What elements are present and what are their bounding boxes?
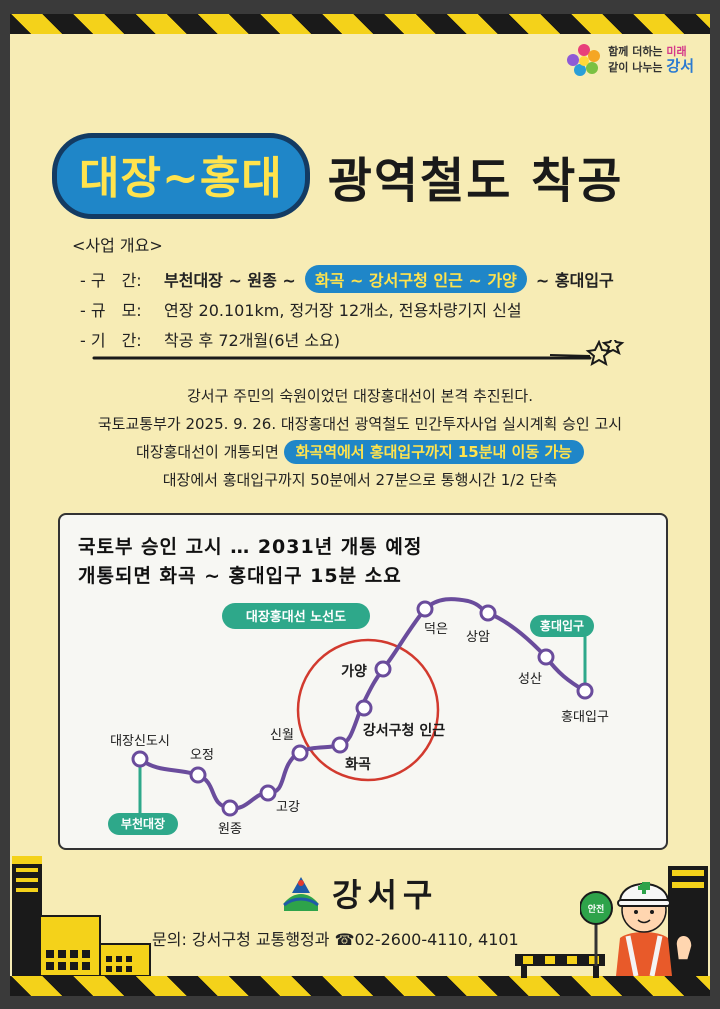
map-title-line1: 국토부 승인 고시 … 2031년 개통 예정 [78,536,423,558]
station-marker [537,648,555,666]
brand-line1: 함께 더하는 [608,45,667,58]
end-tag-label: 홍대입구 [540,618,584,633]
overview-row-scale: - 규 모: 연장 20.101km, 정거장 12개소, 전용차량기지 신설 [72,294,614,324]
station-label: 상암 [466,630,490,645]
desc-line2: 국토교통부가 2025. 9. 26. 대장홍대선 광역철도 민간투자사업 실시… [97,415,623,433]
legend-label: 대장홍대선 노선도 [246,609,346,625]
frame-bottom [0,996,720,1009]
route-highlight: 화곡 ~ 강서구청 인근 ~ 가양 [304,265,527,293]
start-tag-label: 부천대장 [121,816,165,831]
sign-label: 안전 [588,903,605,915]
station-marker [259,784,277,802]
desc-line4: 대장에서 홍대입구까지 50분에서 27분으로 통행시간 1/2 단축 [162,471,558,489]
hazard-stripe-bottom [0,976,720,996]
station-label: 대장신도시 [110,734,170,749]
overview-value: 연장 20.101km, 정거장 12개소, 전용차량기지 신설 [164,301,522,320]
description: 강서구 주민의 숙원이었던 대장홍대선이 본격 추진된다. 국토교통부가 202… [0,382,720,494]
highlight-circle [296,638,440,782]
station-marker [189,766,207,784]
title-highlight-pill: 대장~홍대 [52,133,310,219]
gangseo-logo-icon [283,877,319,911]
map-title: 국토부 승인 고시 … 2031년 개통 예정 개통되면 화곡 ~ 홍대입구 1… [78,533,422,591]
station-label: 강서구청 인근 [363,722,445,739]
page-title: 대장~홍대 광역철도 착공 [52,133,623,219]
station-label: 성산 [518,672,542,687]
desc-line3-before: 대장홍대선이 개통되면 [136,443,279,461]
station-label: 덕은 [424,622,448,637]
brand-slogan: 함께 더하는 미래 같이 나누는 강서 [608,45,694,75]
org-name: 강서구 [332,876,439,914]
end-tag [530,615,594,637]
route-map-box [58,513,668,850]
station-marker [479,604,497,622]
hazard-stripe-top [0,14,720,34]
route-before: 부천대장 ~ 원종 ~ [164,271,296,290]
frame-left [0,0,10,1009]
title-highlight: 대장~홍대 [79,153,283,204]
worker-character: 안전 [580,866,708,976]
divider-with-stars [92,340,625,367]
station-marker [374,660,392,678]
station-marker [331,736,349,754]
desc-line1: 강서구 주민의 숙원이었던 대장홍대선이 본격 추진된다. [186,387,533,405]
overview-row-period: - 기 간: 착공 후 72개월(6년 소요) [72,324,614,354]
frame-right [710,0,720,1009]
overview-label: - 규 모: [80,301,142,320]
route-after: ~ 홍대입구 [535,271,614,290]
flower-icon [567,44,601,76]
station-label: 오정 [190,748,214,763]
brand-line2: 같이 나누는 [608,61,667,74]
overview-value: 착공 후 72개월(6년 소요) [164,331,341,350]
brand-logo: 함께 더하는 미래 같이 나누는 강서 [566,42,694,78]
station-marker [416,600,434,618]
barrier-illustration [515,954,605,978]
desc-line3-highlight: 화곡역에서 홍대입구까지 15분내 이동 가능 [283,440,584,464]
desc-line3: 대장홍대선이 개통되면 화곡역에서 홍대입구까지 15분내 이동 가능 [0,438,720,466]
start-tag [108,813,178,835]
station-label: 신월 [270,728,294,743]
overview-label: - 구 간: [80,271,142,290]
contact-info: 문의: 강서구청 교통행정과 ☎02-2600-4110, 4101 [152,930,519,949]
station-label: 화곡 [345,757,371,773]
brand-line2-accent: 강서 [666,57,694,75]
brand-line1-accent: 미래 [666,45,687,58]
station-marker [291,744,309,762]
station-label: 홍대입구 [561,710,609,725]
station-marker [355,699,373,717]
legend-pill [222,603,370,629]
map-title-line2: 개통되면 화곡 ~ 홍대입구 15분 소요 [78,565,402,587]
overview-value: 부천대장 ~ 원종 ~ 화곡 ~ 강서구청 인근 ~ 가양 ~ 홍대입구 [164,265,614,293]
star-icon [585,340,625,367]
buildings-left-illustration [12,856,151,976]
overview-row-section: - 구 간: 부천대장 ~ 원종 ~ 화곡 ~ 강서구청 인근 ~ 가양 ~ 홍… [72,264,614,294]
frame-top [0,0,720,14]
project-overview: <사업 개요> - 구 간: 부천대장 ~ 원종 ~ 화곡 ~ 강서구청 인근 … [72,232,614,354]
station-label: 고강 [276,800,300,815]
station-marker [221,799,239,817]
station-marker [131,750,149,768]
station-label: 원종 [218,822,242,837]
overview-heading: <사업 개요> [72,236,163,255]
footer-logo: 강서구 [280,870,438,916]
overview-label: - 기 간: [80,331,142,350]
station-marker [576,682,594,700]
title-main: 광역철도 착공 [327,153,624,209]
station-label: 가양 [341,664,367,680]
